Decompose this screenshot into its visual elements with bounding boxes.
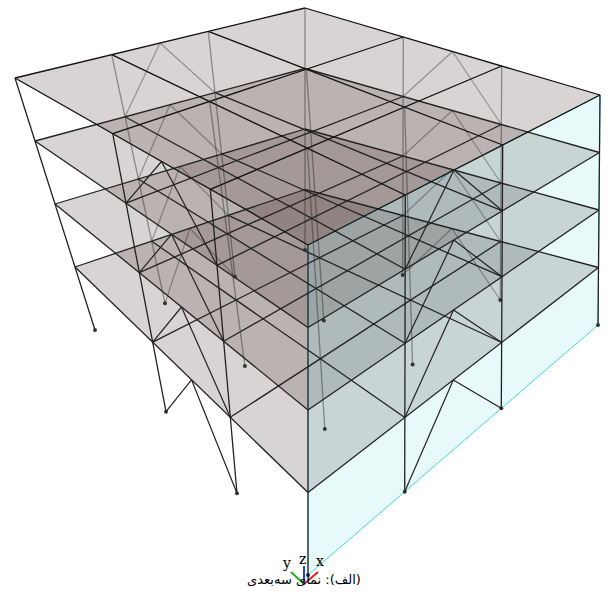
support [303, 248, 307, 252]
brace [453, 380, 501, 408]
column [307, 148, 324, 429]
brace [403, 111, 452, 157]
column [598, 95, 600, 325]
beam [75, 190, 305, 268]
beam [152, 241, 405, 417]
brace [153, 307, 182, 342]
brace [454, 240, 502, 277]
brace [166, 380, 192, 412]
brace [182, 307, 231, 417]
beam [35, 69, 305, 142]
brace [452, 170, 501, 242]
column [304, 8, 305, 250]
beam [230, 242, 500, 418]
brace [170, 105, 222, 154]
brace [180, 167, 228, 216]
brace [405, 310, 454, 418]
brace [405, 380, 454, 492]
beam [139, 156, 403, 273]
axis-label: x [316, 554, 324, 568]
brace [452, 229, 501, 301]
brace [190, 228, 235, 276]
column [210, 101, 245, 366]
support [596, 323, 600, 327]
brace [452, 111, 501, 184]
beam [75, 267, 308, 493]
beam [215, 93, 502, 211]
support [322, 319, 326, 323]
axis-label: y [283, 556, 291, 570]
brace [139, 234, 171, 272]
brace [453, 52, 502, 125]
support [243, 364, 247, 368]
brace [160, 43, 215, 93]
selected-frame [308, 95, 600, 575]
brace [162, 162, 218, 266]
column [15, 78, 95, 330]
axis-label: z [299, 552, 306, 566]
brace [403, 170, 452, 216]
beam [222, 154, 502, 277]
beam [138, 179, 405, 343]
brace [125, 43, 160, 117]
beam [35, 141, 308, 328]
brace [405, 170, 454, 269]
figure-caption: (الف): نمای سه‌بعدی [0, 572, 608, 587]
beam [113, 37, 404, 134]
brace [126, 162, 162, 204]
beam [112, 55, 406, 195]
beam [125, 117, 405, 269]
support [411, 362, 415, 366]
brace [454, 310, 502, 343]
support [323, 427, 327, 431]
brace [403, 52, 452, 97]
brace [172, 234, 224, 341]
brace [454, 170, 502, 211]
brace [192, 380, 238, 494]
brace [403, 229, 452, 276]
brace [152, 167, 180, 242]
support [93, 328, 97, 332]
column [404, 195, 406, 492]
column [307, 245, 308, 575]
